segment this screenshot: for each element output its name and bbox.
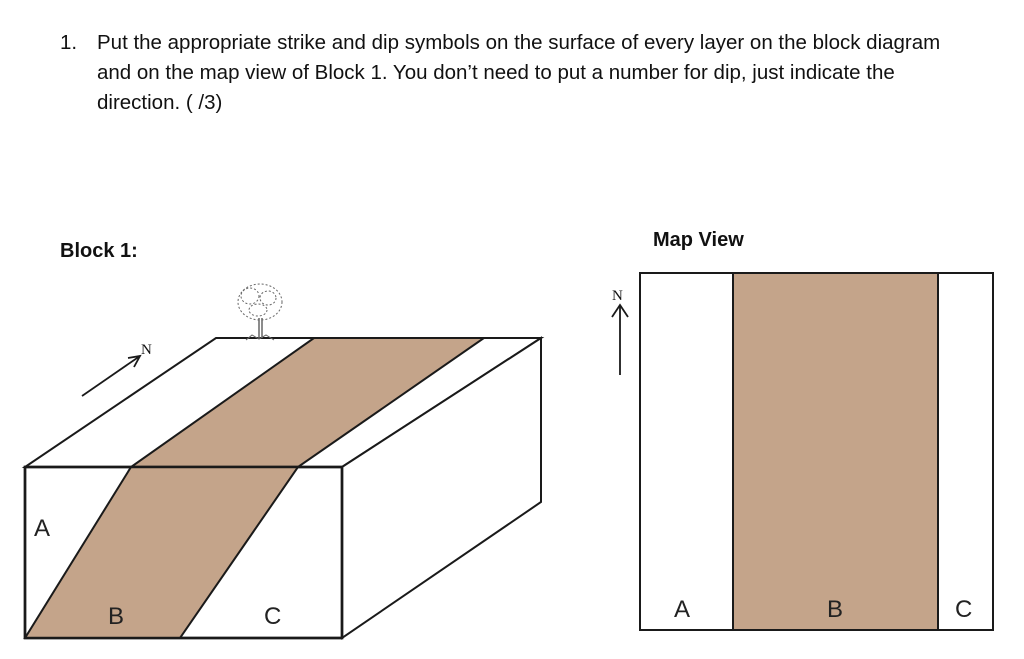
tree-icon — [237, 283, 283, 341]
map-label-b: B — [827, 596, 843, 623]
question-number: 1. — [60, 31, 78, 54]
block-title: Block 1: — [60, 240, 138, 262]
map-title: Map View — [653, 229, 744, 251]
block-label-c: C — [264, 603, 281, 630]
block-north-label: N — [141, 342, 152, 358]
map-north-label: N — [612, 288, 623, 304]
map-label-a: A — [674, 596, 690, 623]
map-layer-b — [733, 273, 938, 630]
map-layer-a — [640, 273, 733, 630]
block-diagram: A B C N — [21, 283, 545, 640]
map-view: A B C N — [611, 272, 994, 631]
question-text: Put the appropriate strike and dip symbo… — [97, 31, 941, 114]
north-arrow-icon — [81, 354, 142, 397]
map-north-arrow-icon — [611, 303, 629, 375]
block-label-a: A — [34, 515, 50, 542]
map-label-c: C — [955, 596, 972, 623]
map-layer-c — [938, 273, 993, 630]
block-label-b: B — [108, 603, 124, 630]
